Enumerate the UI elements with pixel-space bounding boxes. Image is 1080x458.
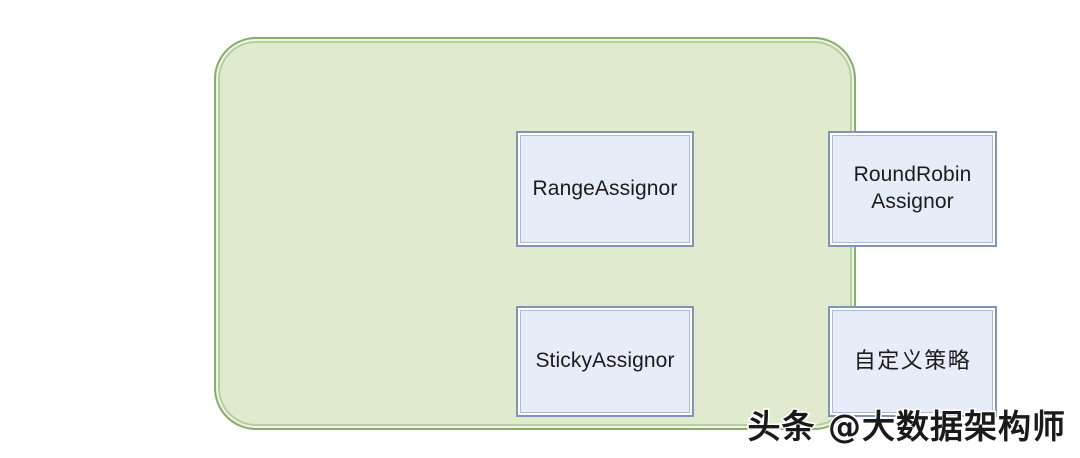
- node-custom-strategy-label: 自定义策略: [853, 348, 972, 374]
- node-sticky-assignor-label: StickyAssignor: [535, 349, 675, 373]
- node-range-assignor-label: RangeAssignor: [532, 176, 678, 200]
- watermark-text: 头条 @大数据架构师: [746, 406, 1066, 448]
- node-range-assignor[interactable]: RangeAssignor: [516, 131, 694, 247]
- node-sticky-assignor[interactable]: StickyAssignor: [516, 306, 694, 417]
- assignor-group-container: RangeAssignor RoundRobin Assignor Sticky…: [214, 37, 997, 430]
- node-roundrobin-assignor[interactable]: RoundRobin Assignor: [828, 131, 997, 247]
- node-custom-strategy[interactable]: 自定义策略: [828, 306, 997, 417]
- node-roundrobin-assignor-label: RoundRobin Assignor: [853, 163, 972, 213]
